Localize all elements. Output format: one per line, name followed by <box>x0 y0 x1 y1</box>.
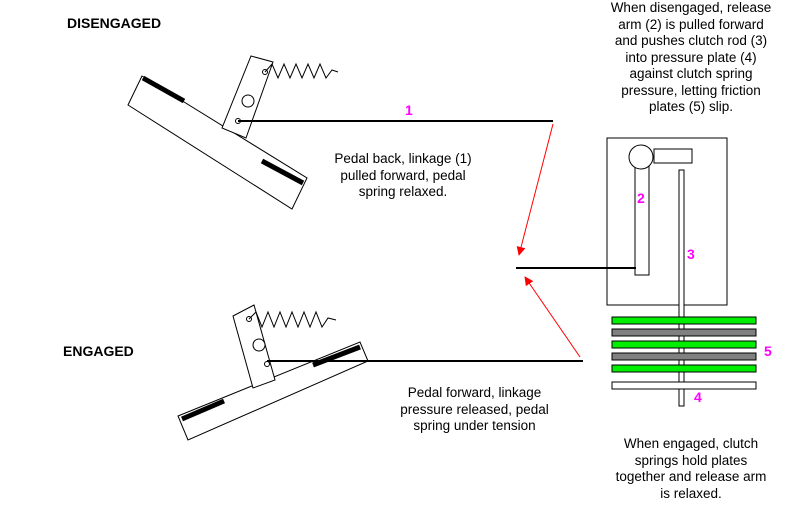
engaged-pedal-rubber-left <box>181 398 225 422</box>
callout-pressure-plate-4: 4 <box>694 389 702 405</box>
callout-friction-plates-5: 5 <box>764 343 772 359</box>
engaged-pedal-spring <box>248 310 337 329</box>
clutch-assembly <box>516 137 757 407</box>
note-engaged-explanation: When engaged, clutch springs hold plates… <box>606 436 776 502</box>
note-line: spring under tension <box>413 418 536 433</box>
disengaged-pedal-rubber-top <box>141 75 186 104</box>
note-line: and pushes clutch rod (3) <box>614 33 768 48</box>
friction-plate-1 <box>611 316 757 325</box>
note-line: is relaxed. <box>660 485 722 501</box>
disengaged-pedal-spring <box>264 62 339 80</box>
callout-linkage-1: 1 <box>405 102 413 118</box>
note-line: springs hold plates <box>634 452 748 468</box>
disengaged-pedal-rubber-bottom <box>260 158 305 186</box>
pressure-plate <box>611 381 757 390</box>
disengaged-pedal <box>127 55 339 210</box>
note-pedal-forward: Pedal forward, linkage pressure released… <box>387 385 562 435</box>
steel-plate-2 <box>611 352 757 361</box>
note-disengaged-explanation: When disengaged, release arm (2) is pull… <box>596 0 786 116</box>
clutch-housing <box>606 137 728 306</box>
note-line: together and release arm <box>615 469 767 484</box>
note-line: Pedal forward, linkage <box>407 385 542 400</box>
disengaged-pedal-pivot <box>241 94 255 108</box>
clutch-rod <box>678 169 685 407</box>
note-line: pressure released, pedal <box>400 401 549 417</box>
steel-plate-1 <box>611 328 757 337</box>
engaged-motion-arrow <box>524 276 581 358</box>
disengaged-heading: DISENGAGED <box>67 15 162 31</box>
friction-plate-3 <box>611 364 757 373</box>
note-line: into pressure plate (4) <box>625 49 757 65</box>
friction-plate-2 <box>611 340 757 349</box>
note-line: pulled forward, pedal <box>340 167 466 183</box>
note-pedal-back: Pedal back, linkage (1) pulled forward, … <box>318 151 488 201</box>
note-line: spring relaxed. <box>358 184 448 199</box>
release-arm-pivot <box>628 144 654 170</box>
engaged-heading: ENGAGED <box>63 343 134 359</box>
callout-release-arm-2: 2 <box>637 190 645 206</box>
release-arm-bracket <box>653 148 693 164</box>
disengaged-pedal-pad <box>127 75 308 210</box>
note-line: arm (2) is pulled forward <box>618 16 764 32</box>
note-line: When engaged, clutch <box>623 436 759 451</box>
note-line: plates (5) slip. <box>648 99 734 114</box>
note-line: against clutch spring <box>629 66 753 81</box>
callout-clutch-rod-3: 3 <box>687 246 695 262</box>
note-line: When disengaged, release <box>610 0 772 15</box>
note-line: Pedal back, linkage (1) <box>334 151 472 166</box>
disengaged-motion-arrow <box>516 123 554 256</box>
engaged-pedal <box>177 304 369 441</box>
release-arm <box>634 157 650 276</box>
engaged-linkage-pin <box>264 361 270 367</box>
note-line: pressure, letting friction <box>621 82 761 98</box>
engaged-pedal-pivot <box>252 338 266 352</box>
